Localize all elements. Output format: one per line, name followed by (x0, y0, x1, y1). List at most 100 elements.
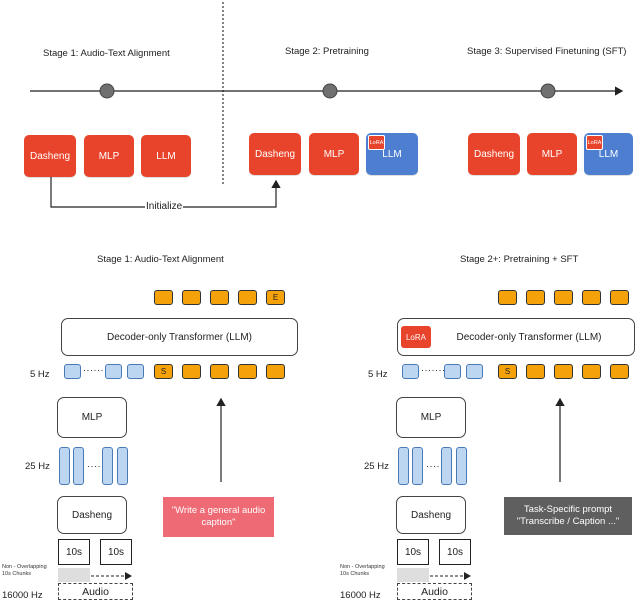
left-end-token: E (266, 290, 285, 305)
box-label: MLP (323, 148, 345, 160)
right-output-token (582, 290, 601, 305)
top-s2-dasheng-box: Dasheng (249, 133, 301, 175)
mlp-label: MLP (81, 412, 103, 423)
right-dasheng-box: Dasheng (396, 496, 466, 534)
right-dots: ······· (421, 365, 446, 375)
box-label: LLM (382, 148, 402, 160)
left-decoder-box: Decoder-only Transformer (LLM) (61, 318, 298, 356)
top-stage3-title: Stage 3: Supervised Finetuning (SFT) (467, 46, 627, 57)
left-feature-frame (73, 447, 84, 485)
left-feature-frame (59, 447, 70, 485)
decoder-label: Decoder-only Transformer (LLM) (456, 331, 602, 343)
chunk-note-line: 10s Chunks (340, 571, 370, 577)
left-output-token (182, 290, 201, 305)
left-text-token (266, 364, 285, 379)
top-s3-mlp-box: MLP (527, 133, 577, 175)
left-mlp-box: MLP (57, 397, 127, 438)
right-feature-frame (398, 447, 409, 485)
left-title: Stage 1: Audio-Text Alignment (97, 254, 224, 265)
left-prompt-box: "Write a general audio caption" (163, 497, 274, 537)
box-label: MLP (98, 150, 120, 162)
right-title: Stage 2+: Pretraining + SFT (460, 254, 579, 265)
left-output-token (154, 290, 173, 305)
top-s1-llm-box: LLM (141, 135, 191, 177)
right-output-token (554, 290, 573, 305)
right-output-token (498, 290, 517, 305)
top-s3-dasheng-box: Dasheng (468, 133, 520, 175)
left-waveform-strip (58, 568, 90, 582)
right-feature-frame (441, 447, 452, 485)
right-decoder-box: LoRA Decoder-only Transformer (LLM) (397, 318, 635, 356)
right-feature-frame (456, 447, 467, 485)
left-audio-box: Audio (58, 583, 133, 600)
left-text-token (182, 364, 201, 379)
right-text-token (610, 364, 629, 379)
right-hz25-label: 25 Hz (364, 461, 389, 472)
left-feature-frame (102, 447, 113, 485)
right-audio-box: Audio (397, 583, 472, 600)
left-output-token (210, 290, 229, 305)
top-s2-mlp-box: MLP (309, 133, 359, 175)
right-waveform-strip (397, 568, 429, 582)
left-hz16000-label: 16000 Hz (2, 590, 43, 601)
right-output-token (526, 290, 545, 305)
dasheng-label: Dasheng (71, 509, 113, 521)
prompt-line-1: Task-Specific prompt (523, 504, 613, 515)
right-text-token (582, 364, 601, 379)
right-mlp-box: MLP (396, 397, 466, 438)
left-start-token: S (154, 364, 173, 379)
left-chunk: 10s (100, 539, 132, 565)
right-output-token (610, 290, 629, 305)
lora-badge: LoRA (586, 135, 603, 150)
box-label: LLM (598, 148, 619, 160)
left-audio-token (105, 364, 122, 379)
right-start-token: S (498, 364, 517, 379)
right-prompt-box: Task-Specific prompt "Transcribe / Capti… (504, 497, 632, 535)
top-stage2-title: Stage 2: Pretraining (285, 46, 369, 57)
box-label: Dasheng (254, 148, 296, 160)
box-label: Dasheng (473, 148, 515, 160)
right-text-token (554, 364, 573, 379)
initialize-label: Initialize (145, 201, 184, 212)
prompt-line-2: "Transcribe / Caption ..." (516, 516, 620, 527)
chunk-note-line: Non - Overlapping (2, 564, 47, 570)
timeline-node-3 (540, 83, 556, 99)
top-s1-dasheng-box: Dasheng (24, 135, 76, 177)
right-audio-token (466, 364, 483, 379)
left-chunk: 10s (58, 539, 90, 565)
timeline-node-2 (322, 83, 338, 99)
dasheng-label: Dasheng (410, 509, 452, 521)
timeline-node-1 (99, 83, 115, 99)
left-text-token (238, 364, 257, 379)
right-dots: ····· (426, 461, 444, 471)
decoder-label: Decoder-only Transformer (LLM) (106, 331, 253, 343)
right-audio-token (444, 364, 461, 379)
right-chunk: 10s (439, 539, 471, 565)
left-text-token (210, 364, 229, 379)
left-chunk-note: Non - Overlapping 10s Chunks (2, 564, 47, 578)
box-label: Dasheng (29, 150, 71, 162)
right-chunk: 10s (397, 539, 429, 565)
box-label: LLM (156, 150, 176, 162)
chunk-note-line: Non - Overlapping (340, 564, 385, 570)
top-stage1-title: Stage 1: Audio-Text Alignment (43, 48, 170, 59)
box-label: MLP (541, 148, 563, 160)
left-hz25-label: 25 Hz (25, 461, 50, 472)
left-audio-token (64, 364, 81, 379)
left-dots: ····· (87, 461, 105, 471)
right-chunk-note: Non - Overlapping 10s Chunks (340, 564, 385, 578)
chunk-note-line: 10s Chunks (2, 571, 32, 577)
right-feature-frame (412, 447, 423, 485)
right-text-token (526, 364, 545, 379)
left-dasheng-box: Dasheng (57, 496, 127, 534)
top-s1-mlp-box: MLP (84, 135, 134, 177)
right-hz16000-label: 16000 Hz (340, 590, 381, 601)
left-feature-frame (117, 447, 128, 485)
left-hz5-label: 5 Hz (30, 369, 50, 380)
left-dots: ······· (83, 365, 108, 375)
left-output-token (238, 290, 257, 305)
right-audio-token (402, 364, 419, 379)
lora-badge: LoRA (368, 135, 385, 150)
prompt-text: "Write a general audio caption" (171, 505, 266, 528)
right-hz5-label: 5 Hz (368, 369, 388, 380)
